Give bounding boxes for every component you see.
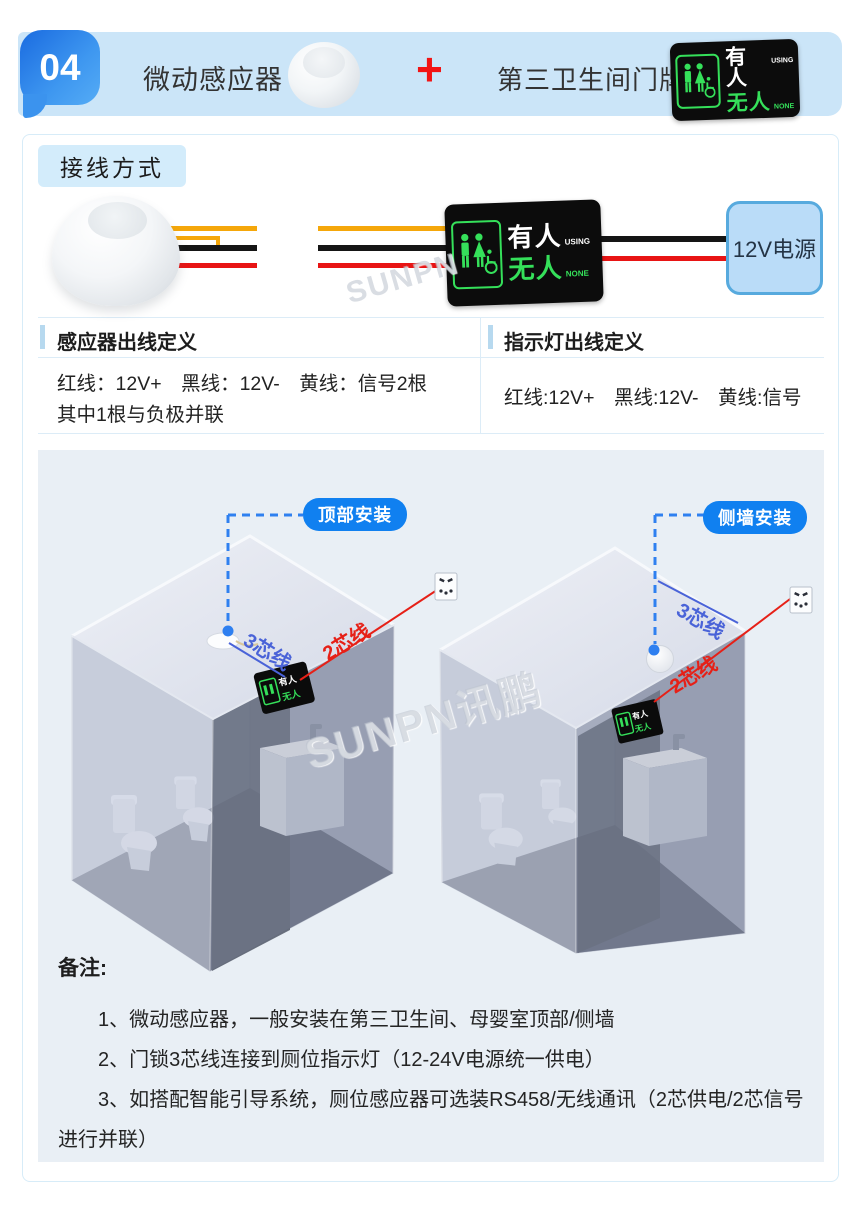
install-diagram-panel: 有人 无人 3芯线 2芯线 bbox=[38, 450, 824, 1162]
sign-vacant-text: 无人 bbox=[726, 90, 772, 115]
mini-sign-occupied: 有人 bbox=[631, 708, 650, 722]
stall-left: 有人 无人 bbox=[71, 534, 395, 972]
step-number-badge: 04 bbox=[20, 30, 100, 118]
wire-yellow bbox=[318, 226, 448, 231]
wire3-line bbox=[657, 580, 739, 624]
note-item-2: 2、门锁3芯线连接到厕位指示灯（12-24V电源统一供电） bbox=[98, 1049, 605, 1071]
note-item-3: 3、如搭配智能引导系统，厕位感应器可选装RS458/无线通讯（2芯供电/2芯信号… bbox=[58, 1089, 804, 1151]
section-title-wiring: 接线方式 bbox=[38, 145, 186, 187]
wire-red bbox=[165, 263, 257, 268]
sign-vacant-text: 无人 bbox=[508, 252, 564, 285]
motion-sensor-image bbox=[52, 196, 180, 306]
table-line-mid bbox=[38, 357, 824, 358]
sensor-def-title: 感应器出线定义 bbox=[57, 332, 197, 354]
sign-occupied-sub: USING bbox=[564, 236, 591, 247]
product-name-sensor: 微动感应器 bbox=[143, 65, 283, 95]
restroom-pictogram-icon bbox=[675, 53, 721, 110]
table-line-bottom bbox=[38, 433, 824, 434]
wall-socket-icon bbox=[434, 572, 458, 601]
callout-top-install: 顶部安装 bbox=[303, 498, 407, 531]
wire2-line bbox=[299, 589, 438, 681]
callout-side-install: 侧墙安装 bbox=[703, 501, 807, 534]
restroom-pictogram-icon bbox=[450, 219, 504, 290]
sensor-def-line1: 红线：12V+ 黑线：12V- 黄线：信号2根 bbox=[57, 373, 428, 395]
wire-red bbox=[587, 256, 728, 261]
notes-title: 备注: bbox=[58, 957, 107, 980]
mini-sign-vacant: 无人 bbox=[280, 687, 302, 703]
stall-door-sign: 有人 无人 bbox=[611, 699, 664, 744]
product-name-sign: 第三卫生间门牌 bbox=[497, 65, 687, 95]
sensor-def-line2: 其中1根与负极并联 bbox=[57, 404, 224, 426]
accent-bar bbox=[488, 325, 493, 349]
callout-dot bbox=[648, 644, 660, 656]
step-number: 04 bbox=[39, 46, 81, 88]
sink-icon bbox=[260, 724, 344, 836]
power-supply-label: 12V电源 bbox=[732, 237, 817, 262]
dashed-callout-line bbox=[653, 513, 705, 644]
callout-dot bbox=[222, 625, 234, 637]
page-card-border bbox=[22, 134, 839, 1182]
sign-vacant-sub: NONE bbox=[773, 102, 795, 111]
stall-right: 有人 无人 bbox=[439, 546, 746, 954]
table-divider-vertical bbox=[480, 317, 481, 434]
sensor-photo-icon bbox=[288, 42, 360, 108]
install-diagram: 有人 无人 3芯线 2芯线 bbox=[71, 513, 813, 972]
indicator-def-title: 指示灯出线定义 bbox=[504, 332, 644, 354]
wire-yellow bbox=[165, 226, 257, 231]
wire3-line bbox=[228, 642, 286, 678]
dashed-callout-line bbox=[226, 513, 303, 626]
notes-block: 备注: 1、微动感应器，一般安装在第三卫生间、母婴室顶部/侧墙 2、门锁3芯线连… bbox=[58, 952, 820, 1160]
sign-occupied-text: 有人 bbox=[724, 45, 749, 90]
mini-sign-vacant: 无人 bbox=[633, 720, 653, 734]
plus-icon: + bbox=[416, 43, 443, 95]
wire-red bbox=[318, 263, 448, 268]
wire2-line bbox=[653, 598, 791, 703]
wire-black bbox=[318, 245, 448, 251]
note-item-1: 1、微动感应器，一般安装在第三卫生间、母婴室顶部/侧墙 bbox=[98, 1009, 615, 1031]
indicator-def-line1: 红线:12V+ 黑线:12V- 黄线:信号 bbox=[504, 387, 802, 409]
sink-icon bbox=[623, 734, 707, 846]
wall-socket-icon bbox=[789, 586, 813, 614]
table-line-top bbox=[38, 317, 824, 318]
power-supply-box: 12V电源 bbox=[726, 201, 823, 295]
sign-vacant-sub: NONE bbox=[565, 268, 590, 279]
sign-occupied-text: 有人 bbox=[506, 220, 562, 253]
accent-bar bbox=[40, 325, 45, 349]
wire-yellow-branch bbox=[166, 236, 220, 240]
wire-black bbox=[587, 236, 728, 242]
wire-black bbox=[168, 245, 257, 251]
wire-yellow-branch-drop bbox=[216, 236, 220, 249]
sign-occupied-sub: USING bbox=[771, 56, 794, 65]
